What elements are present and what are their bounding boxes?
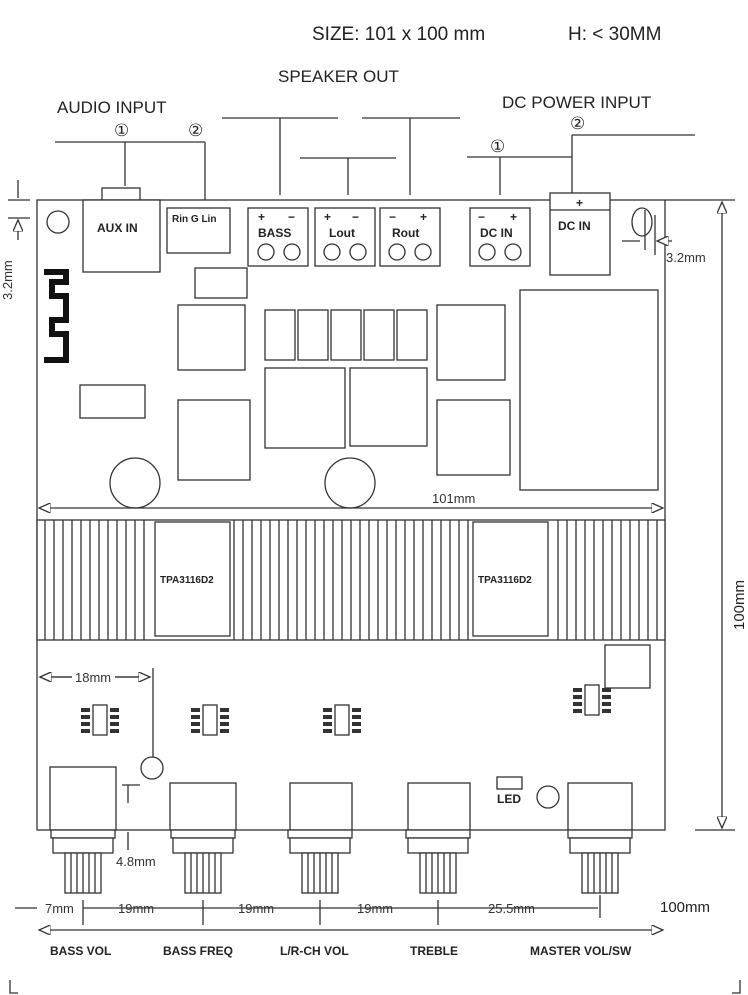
height-label: H: < 30MM <box>568 24 661 45</box>
potentiometer-2[interactable] <box>169 782 237 894</box>
mounting-hole <box>46 210 70 234</box>
svg-text:+: + <box>324 210 331 224</box>
edge-top-dimension: 3.2mm <box>0 260 15 300</box>
spacing-dimension: 19mm <box>238 901 274 916</box>
potentiometer-1[interactable] <box>49 766 117 894</box>
mounting-hole <box>140 756 164 780</box>
bass-label: BASS <box>258 226 291 240</box>
knob-label: L/R-CH VOL <box>280 944 349 958</box>
dc-marker-1: ① <box>490 137 505 156</box>
led-indicator <box>496 776 523 790</box>
terminal-rout: − + Rout <box>379 207 441 267</box>
svg-text:+: + <box>258 210 265 224</box>
width-dimension: 101mm <box>432 491 475 506</box>
audio-input-label: AUDIO INPUT <box>57 98 167 117</box>
spacing-dimension: 19mm <box>357 901 393 916</box>
terminal-lout: + − Lout <box>314 207 376 267</box>
audio-marker-2: ② <box>188 121 203 140</box>
led-label: LED <box>497 792 521 806</box>
speaker-out-label: SPEAKER OUT <box>278 67 399 86</box>
svg-text:+: + <box>420 210 427 224</box>
knob-offset-dimension: 18mm <box>75 670 111 685</box>
terminal-bass: + − BASS <box>247 207 309 267</box>
knob-label: BASS FREQ <box>163 944 233 958</box>
mounting-hole <box>536 785 560 809</box>
svg-text:+: + <box>510 210 517 224</box>
potentiometer-5[interactable] <box>567 782 633 894</box>
ic-chip <box>573 684 611 716</box>
component-box <box>604 644 651 689</box>
rin-g-lin-label: Rin G Lin <box>172 214 216 225</box>
audio-marker-1: ① <box>114 121 129 140</box>
size-label: SIZE: 101 x 100 mm <box>312 24 485 45</box>
terminal-dc-in: − + DC IN <box>469 207 531 267</box>
rin-g-lin-header: Rin G Lin <box>166 207 231 254</box>
total-width-dimension: 100mm <box>660 899 710 916</box>
components-top <box>79 267 659 509</box>
spacing-dimension: 7mm <box>45 901 74 916</box>
height-dimension: 100mm <box>731 580 748 630</box>
svg-text:−: − <box>352 210 359 224</box>
dc-power-input-label: DC POWER INPUT <box>502 93 651 112</box>
ic-chip <box>191 704 229 736</box>
rout-label: Rout <box>392 226 419 240</box>
ic-chip <box>81 704 119 736</box>
potentiometer-4[interactable] <box>405 782 471 894</box>
spacing-dimension: 25.5mm <box>488 901 535 916</box>
svg-text:−: − <box>389 210 396 224</box>
frame-corners <box>9 980 741 994</box>
leader-lines <box>55 117 695 200</box>
potentiometer-3[interactable] <box>287 782 353 894</box>
dc-in-jack-label: DC IN <box>558 219 591 233</box>
svg-text:−: − <box>478 210 485 224</box>
lout-label: Lout <box>329 226 355 240</box>
dc-in-jack: + DC IN <box>549 192 611 276</box>
knob-depth-dimension: 4.8mm <box>116 854 156 869</box>
dc-in-terminal-label: DC IN <box>480 226 513 240</box>
knob-label: TREBLE <box>410 944 458 958</box>
knob-label: MASTER VOL/SW <box>530 944 632 958</box>
svg-text:+: + <box>576 196 583 210</box>
svg-text:−: − <box>288 210 295 224</box>
heatsink <box>36 519 666 641</box>
mounting-hole <box>631 207 653 237</box>
knob-label: BASS VOL <box>50 944 111 958</box>
ic-chips <box>81 684 611 736</box>
aux-in-jack: AUX IN <box>82 187 161 273</box>
spacing-dimension: 19mm <box>118 901 154 916</box>
ic-chip <box>323 704 361 736</box>
dc-marker-2: ② <box>570 114 585 133</box>
amp-chip-right: TPA3116D2 <box>478 575 532 586</box>
antenna-trace-icon <box>44 269 69 363</box>
aux-in-label: AUX IN <box>97 221 138 235</box>
edge-right-dimension: 3.2mm <box>666 250 706 265</box>
amp-chip-left: TPA3116D2 <box>160 575 214 586</box>
